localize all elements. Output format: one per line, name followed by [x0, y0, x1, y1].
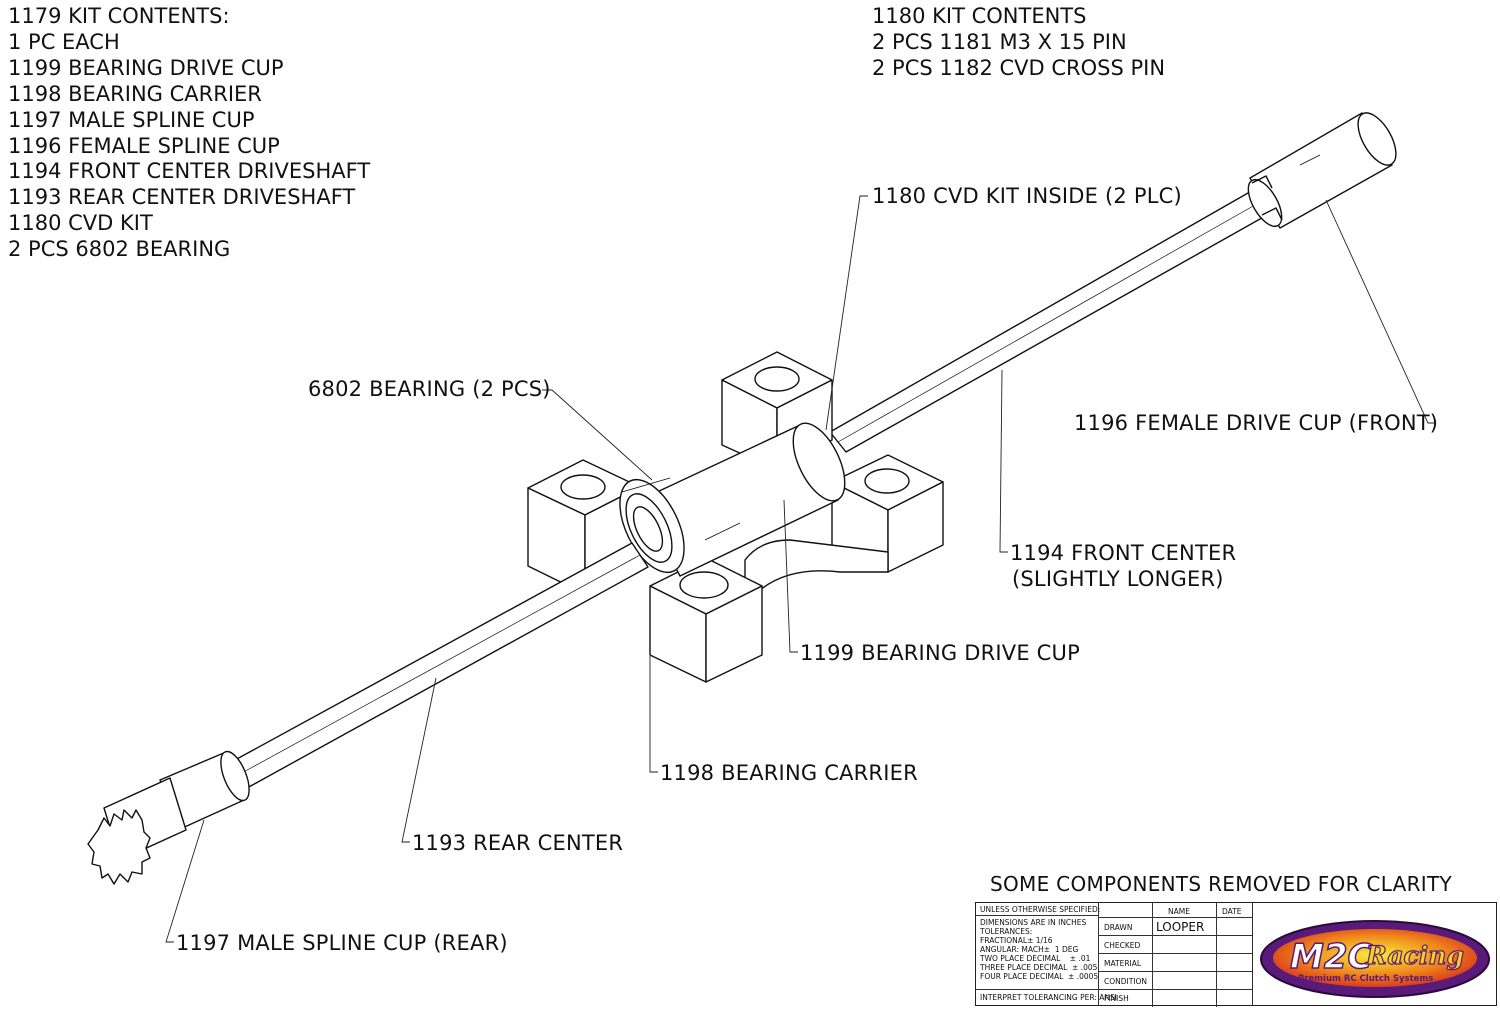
tb-two-place: TWO PLACE DECIMAL ± .01 — [980, 954, 1091, 963]
tb-date-header: DATE — [1222, 907, 1242, 916]
tb-three-place: THREE PLACE DECIMAL ± .005 — [980, 963, 1098, 972]
tb-material: MATERIAL — [1104, 959, 1142, 968]
tb-condition: CONDITION — [1104, 977, 1148, 986]
callout-carrier: 1198 BEARING CARRIER — [660, 761, 918, 785]
tb-four-place: FOUR PLACE DECIMAL ± .0005 — [980, 972, 1099, 981]
kit-1179-line: 1198 BEARING CARRIER — [8, 81, 262, 106]
title-block: UNLESS OTHERWISE SPECIFIED: DIMENSIONS A… — [975, 902, 1497, 1007]
callout-drive-cup: 1199 BEARING DRIVE CUP — [800, 641, 1080, 665]
callout-cvd-inside: 1180 CVD KIT INSIDE (2 PLC) — [872, 184, 1182, 208]
tb-interpret: INTERPRET TOLERANCING PER: ANSI — [980, 993, 1117, 1002]
leader-bearing-6802 — [542, 389, 653, 481]
female-drive-cup — [1247, 112, 1397, 229]
tb-tolerances: TOLERANCES: — [980, 927, 1033, 936]
logo-tagline: Premium RC Clutch Systems — [1298, 974, 1433, 984]
leader-carrier — [649, 656, 658, 773]
tb-finish: FINISH — [1104, 994, 1129, 1003]
tb-checked: CHECKED — [1104, 941, 1141, 950]
kit-1180-line: 2 PCS 1181 M3 X 15 PIN — [872, 29, 1127, 54]
tb-fractional: FRACTIONAL± 1/16 — [980, 936, 1053, 945]
leader-cvd-inside — [825, 195, 868, 431]
callout-female-cup: 1196 FEMALE DRIVE CUP (FRONT) — [1074, 411, 1439, 435]
kit-1179-line: 1197 MALE SPLINE CUP — [8, 107, 255, 132]
kit-1179-line: 1196 FEMALE SPLINE CUP — [8, 133, 280, 158]
kit-1179-line: 1194 FRONT CENTER DRIVESHAFT — [8, 159, 371, 184]
tb-angular: ANGULAR: MACH± 1 DEG — [980, 945, 1079, 954]
kit-1180-contents: 1180 KIT CONTENTS 2 PCS 1181 M3 X 15 PIN… — [872, 4, 1165, 82]
tb-unless: UNLESS OTHERWISE SPECIFIED: — [980, 905, 1101, 914]
callout-male-cup: 1197 MALE SPLINE CUP (REAR) — [176, 931, 508, 955]
tb-drawn-name: LOOPER — [1156, 920, 1205, 934]
tb-dims: DIMENSIONS ARE IN INCHES — [980, 918, 1087, 927]
kit-1179-line: 1193 REAR CENTER DRIVESHAFT — [8, 185, 356, 210]
bearing-6802 — [619, 477, 685, 574]
male-spline-cup — [87, 750, 250, 885]
callout-front-center-note: (SLIGHTLY LONGER) — [1012, 567, 1224, 591]
tb-drawn: DRAWN — [1104, 923, 1133, 932]
kit-1179-line: 2 PCS 6802 BEARING — [8, 237, 231, 262]
kit-1179-contents: 1179 KIT CONTENTS: 1 PC EACH 1199 BEARIN… — [8, 4, 370, 263]
leader-female-cup — [1325, 199, 1436, 424]
m2c-racing-logo: M2C Racing Premium RC Clutch Systems — [1260, 920, 1490, 998]
kit-1179-line: 1199 BEARING DRIVE CUP — [8, 55, 284, 80]
callout-rear-center: 1193 REAR CENTER — [412, 831, 624, 855]
kit-1179-line: 1180 CVD KIT — [8, 211, 153, 236]
logo-brand: M2C — [1290, 937, 1372, 977]
kit-1179-line: 1 PC EACH — [8, 29, 120, 54]
kit-1180-line: 2 PCS 1182 CVD CROSS PIN — [872, 55, 1166, 80]
callout-front-center: 1194 FRONT CENTER — [1010, 541, 1237, 565]
leader-front-center — [999, 369, 1008, 553]
leader-male-cup — [165, 819, 205, 943]
kit-1179-line: 1179 KIT CONTENTS: — [8, 4, 230, 28]
logo-script: Racing — [1365, 941, 1464, 970]
callout-bearing-6802: 6802 BEARING (2 PCS) — [308, 377, 551, 401]
leader-rear-center — [401, 677, 437, 843]
kit-1180-line: 1180 KIT CONTENTS — [872, 4, 1087, 28]
rear-driveshaft — [234, 542, 649, 789]
leader-drive-cup — [783, 499, 798, 653]
clarity-note: SOME COMPONENTS REMOVED FOR CLARITY — [990, 872, 1453, 896]
tb-name-header: NAME — [1168, 907, 1190, 916]
